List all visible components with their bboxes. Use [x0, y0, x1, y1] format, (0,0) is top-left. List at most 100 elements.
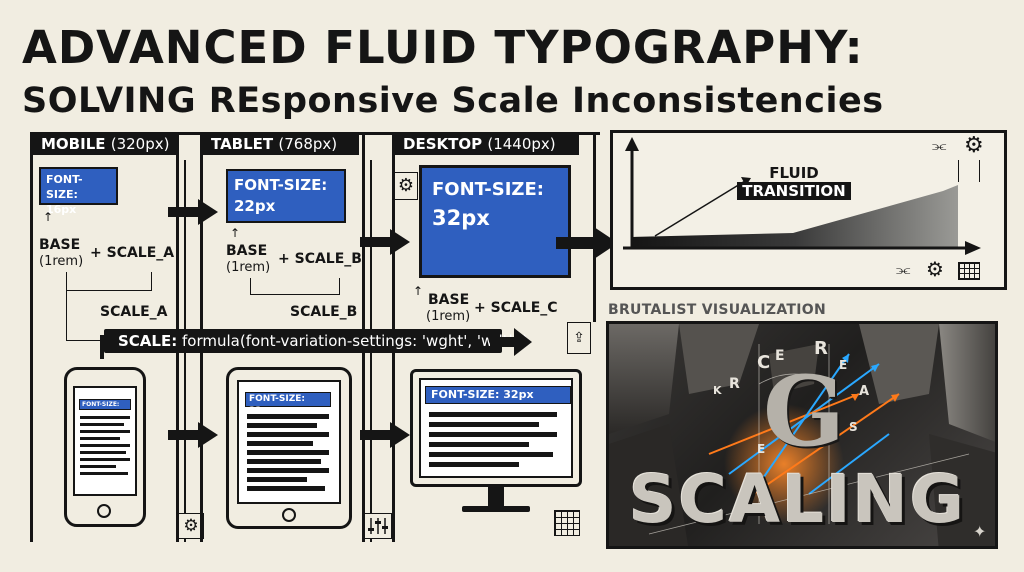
brutalist-letter-g: G: [763, 355, 845, 468]
tablet-header-px: (768px): [278, 135, 338, 153]
tablet-text-line: [247, 432, 329, 437]
neon-arrows: [708, 353, 900, 505]
phone-text-line: [80, 430, 130, 433]
phone-text-line: [80, 444, 130, 447]
tablet-device: FONT-SIZE: 22px: [226, 367, 352, 529]
tablet-up-arrow: ↑: [230, 226, 241, 240]
brutalist-title: BRUTALIST VISUALIZATION: [608, 302, 826, 318]
scale-formula-key: SCALE:: [118, 332, 178, 350]
brutalist-glyph: R: [814, 338, 828, 359]
arrow-right-icon: [360, 422, 410, 448]
desktop-up-arrow: ↑: [413, 284, 424, 298]
circuit-icon: ⫘: [896, 260, 911, 279]
monitor-neck: [488, 487, 504, 507]
mobile-font-size-box: FONT-SIZE: 16px: [39, 167, 118, 216]
tablet-font-size-value: 22px: [234, 197, 276, 215]
gear-icon: ⚙: [178, 513, 204, 539]
mobile-base-sub: (1rem): [39, 254, 84, 269]
brutalist-glyph: E: [757, 442, 766, 456]
arrow-right-icon: [168, 199, 218, 225]
sparkle-icon: ✦: [973, 522, 987, 541]
mobile-base-label: BASE: [39, 237, 81, 253]
upload-icon: ⇪: [567, 322, 591, 354]
mobile-plus-scale: + SCALE_A: [90, 245, 175, 261]
monitor-base: [462, 506, 530, 512]
phone-device: FONT-SIZE: 16px: [64, 367, 146, 527]
neon-arrowheads: [842, 354, 899, 402]
monitor-text-line: [429, 462, 519, 467]
desktop-base-label: BASE: [428, 292, 470, 308]
graph-fluid-ramp: [632, 185, 958, 248]
scale-bar-lead-line: [70, 340, 104, 341]
tablet-text-line: [247, 459, 321, 464]
concrete-slabs: [609, 324, 995, 546]
brutalist-glyph: A: [859, 384, 870, 399]
monitor-text-line: [429, 452, 553, 457]
tablet-text-line: [247, 477, 307, 482]
monitor-text-line: [429, 422, 539, 427]
page-subtitle: SOLVING REsponsive Scale Inconsistencies: [22, 81, 884, 121]
graph-x-arrowhead: [965, 241, 981, 255]
desktop-plus-scale: + SCALE_C: [474, 300, 558, 316]
desktop-font-size-value: 32px: [432, 206, 490, 230]
tablet-font-size-box: FONT-SIZE: 22px: [226, 169, 346, 223]
mobile-font-size-label: FONT-SIZE:: [46, 173, 83, 201]
graph-y-arrowhead: [625, 137, 639, 151]
tablet-font-size-label: FONT-SIZE:: [234, 176, 328, 194]
arrow-right-icon: [556, 227, 618, 259]
grid-icon: [554, 510, 580, 536]
graph-pointer-arrowhead: [741, 177, 751, 186]
brutalist-glyph: E: [775, 348, 785, 364]
brutalist-glyph: S: [849, 420, 858, 434]
gear-icon: ⚙: [394, 172, 418, 200]
tablet-screen: FONT-SIZE: 22px: [237, 380, 341, 504]
graph-pointer-line: [654, 180, 746, 237]
phone-text-line: [80, 458, 130, 461]
desktop-base-sub: (1rem): [426, 309, 471, 324]
desktop-header-name: DESKTOP: [403, 135, 483, 153]
monitor-font-size-bar: FONT-SIZE: 32px: [425, 386, 571, 404]
monitor-screen: FONT-SIZE: 32px: [419, 378, 573, 478]
desktop-header-px: (1440px): [487, 135, 556, 153]
grid-icon: [958, 262, 980, 280]
scale-formula-bar: SCALE: formula(font-variation-settings: …: [104, 329, 528, 353]
tablet-text-line: [247, 414, 329, 419]
desktop-font-size-label: FONT-SIZE:: [432, 179, 544, 200]
phone-text-line: [80, 465, 116, 468]
desktop-font-size-box: FONT-SIZE: 32px: [419, 165, 571, 278]
tablet-scale-label: SCALE_B: [290, 304, 358, 320]
tablet-header: TABLET (768px): [203, 133, 359, 155]
mobile-scale-label: SCALE_A: [100, 304, 168, 320]
circuit-icon: [958, 160, 980, 182]
gear-icon: ⚙: [964, 133, 984, 158]
tablet-header-name: TABLET: [211, 135, 274, 153]
tablet-plus-scale: + SCALE_B: [278, 251, 362, 267]
tablet-text-line: [247, 423, 317, 428]
mobile-up-arrow: ↑: [43, 210, 54, 224]
tablet-home-button: [282, 508, 296, 522]
tablet-base-label: BASE: [226, 243, 268, 259]
phone-text-line: [80, 416, 130, 419]
mobile-header: MOBILE (320px): [33, 133, 177, 155]
brutalist-glyph: K: [713, 384, 722, 397]
scale-formula-text: formula(font-variation-settings: 'wght',…: [177, 332, 529, 350]
fluid-transition-label: FLUID TRANSITION: [734, 164, 854, 200]
wireframe-lines: [648, 344, 970, 535]
arrow-right-icon: [360, 229, 410, 255]
phone-home-button: [97, 504, 111, 518]
gear-icon: ⚙: [926, 257, 944, 281]
tablet-text-line: [247, 450, 329, 455]
phone-text-line: [80, 423, 124, 426]
desktop-header: DESKTOP (1440px): [395, 133, 579, 155]
phone-text-line: [80, 472, 128, 475]
monitor-text-line: [429, 432, 557, 437]
brutalist-glyph: C: [757, 352, 771, 373]
mobile-font-size-value: 16px: [46, 203, 77, 216]
tablet-font-size-bar: FONT-SIZE: 22px: [245, 392, 331, 416]
monitor-text-line: [429, 442, 529, 447]
fluid-label-line2: TRANSITION: [737, 182, 851, 200]
arrow-right-icon: [490, 328, 532, 356]
tablet-base-sub: (1rem): [226, 260, 271, 275]
mobile-header-name: MOBILE: [41, 135, 106, 153]
page-title: ADVANCED FLUID TYPOGRAPHY:: [22, 21, 864, 74]
